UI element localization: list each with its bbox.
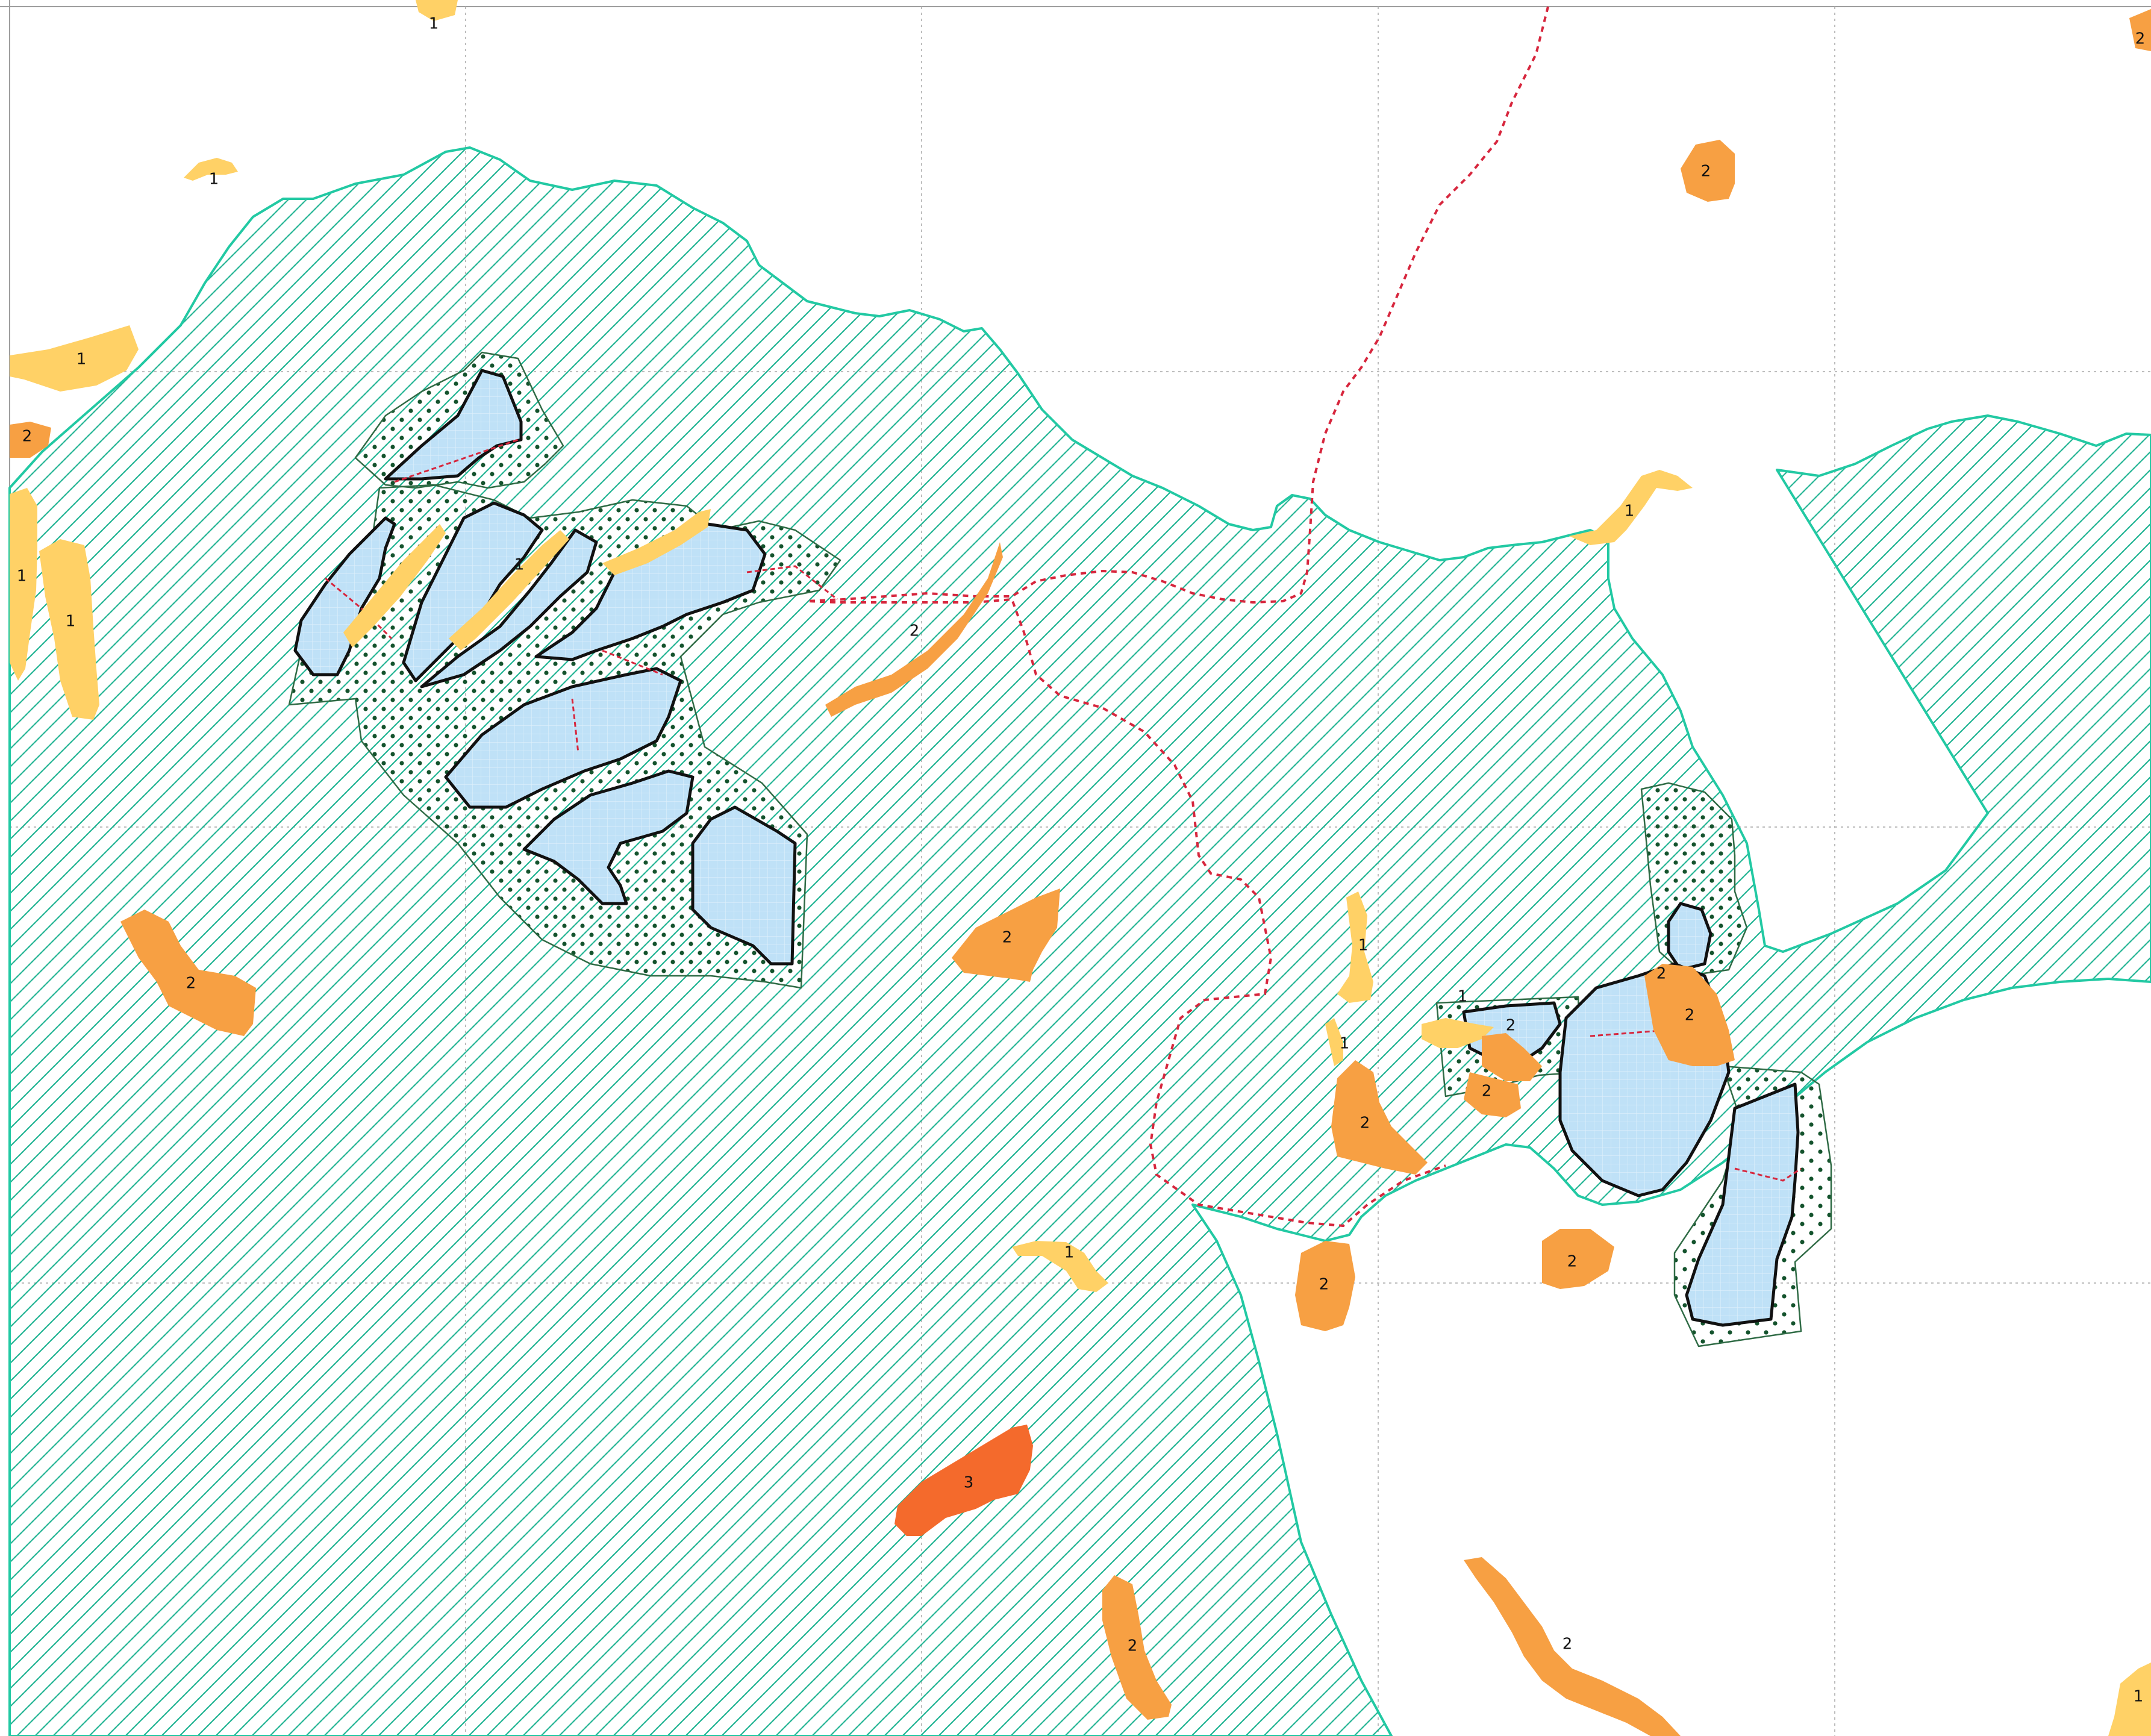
class-1-area[interactable] xyxy=(10,488,37,681)
label-class-1: 1 xyxy=(17,567,27,585)
label-class-2: 2 xyxy=(1360,1114,1370,1132)
label-class-1: 1 xyxy=(514,556,525,574)
class-1-area[interactable] xyxy=(10,325,139,392)
class-2-area[interactable] xyxy=(1102,1575,1172,1720)
label-class-2: 2 xyxy=(186,975,196,993)
label-class-2: 2 xyxy=(1128,1637,1138,1655)
class-2-area[interactable] xyxy=(10,422,51,458)
label-class-2: 2 xyxy=(22,428,33,446)
label-class-1: 1 xyxy=(1358,937,1369,955)
label-class-2: 2 xyxy=(1319,1276,1329,1294)
parcel-east-right[interactable] xyxy=(1685,1082,1800,1327)
class-2-area[interactable] xyxy=(1644,964,1735,1066)
label-class-1: 1 xyxy=(209,170,219,189)
label-class-3: 3 xyxy=(964,1474,974,1492)
parcel-nw-1[interactable] xyxy=(384,369,523,481)
class-1-area[interactable] xyxy=(184,158,238,181)
class-2-area[interactable] xyxy=(120,910,256,1036)
class-1-area[interactable] xyxy=(2108,1663,2151,1736)
class-1-area[interactable] xyxy=(1569,470,1693,545)
class-3-area[interactable] xyxy=(894,1425,1033,1536)
label-class-1: 1 xyxy=(66,613,76,631)
parcel-divisions xyxy=(325,439,1802,1182)
class-1-area[interactable] xyxy=(1325,1018,1343,1066)
label-class-2: 2 xyxy=(1701,163,1711,181)
label-class-2: 2 xyxy=(1656,965,1667,983)
label-class-1: 1 xyxy=(429,15,439,33)
class-1-area[interactable] xyxy=(449,530,569,651)
label-class-2: 2 xyxy=(1685,1007,1695,1025)
class-2-area[interactable] xyxy=(1482,1033,1542,1081)
parcel-nw-5[interactable] xyxy=(534,522,767,661)
label-class-1: 1 xyxy=(76,351,87,369)
label-class-2: 2 xyxy=(1002,929,1013,947)
parcel-nw-2[interactable] xyxy=(293,516,396,676)
parcel-nw-8[interactable] xyxy=(691,805,797,966)
map-labels: 1 1 1 1 1 1 1 1 1 1 1 1 2 2 2 2 2 2 2 2 … xyxy=(17,15,2146,1706)
class-2-area[interactable] xyxy=(1542,1229,1614,1289)
class-2-area[interactable] xyxy=(825,542,1003,717)
class-2-area[interactable] xyxy=(1331,1060,1428,1175)
label-class-2: 2 xyxy=(2135,30,2146,48)
class-areas xyxy=(10,0,2151,1736)
parcels xyxy=(293,369,1800,1327)
parcel-nw-7[interactable] xyxy=(522,769,695,905)
class-1-area[interactable] xyxy=(602,509,711,575)
class-1-area[interactable] xyxy=(1012,1241,1108,1292)
label-class-1: 1 xyxy=(1625,502,1635,520)
class-2-area[interactable] xyxy=(952,888,1060,982)
label-class-2: 2 xyxy=(1563,1635,1573,1653)
class-2-area[interactable] xyxy=(1681,140,1735,202)
boundary-line-red[interactable] xyxy=(807,6,1549,1228)
class-2-area[interactable] xyxy=(1464,1072,1521,1117)
class-1-area[interactable] xyxy=(39,539,99,720)
parcel-east-1[interactable] xyxy=(1667,902,1712,972)
class-2-area[interactable] xyxy=(1464,1557,1681,1736)
class-1-area[interactable] xyxy=(1422,1018,1494,1048)
label-class-2: 2 xyxy=(1567,1253,1578,1271)
label-class-2: 2 xyxy=(910,622,920,640)
label-class-1: 1 xyxy=(2134,1688,2144,1706)
class-2-area[interactable] xyxy=(1295,1241,1355,1331)
class-1-area[interactable] xyxy=(343,524,446,648)
class-2-area[interactable] xyxy=(2129,9,2151,51)
parcel-nw-3[interactable] xyxy=(402,501,544,682)
parcel-nw-6[interactable] xyxy=(444,667,682,809)
label-class-1: 1 xyxy=(1340,1035,1350,1053)
label-class-2: 2 xyxy=(1482,1082,1492,1101)
parcel-nw-4[interactable] xyxy=(420,528,598,688)
class-1-area[interactable] xyxy=(416,0,458,21)
label-class-1: 1 xyxy=(1458,988,1468,1006)
label-class-1: 1 xyxy=(1064,1244,1075,1262)
class-1-area[interactable] xyxy=(1337,891,1373,1003)
label-class-2: 2 xyxy=(1506,1017,1516,1035)
